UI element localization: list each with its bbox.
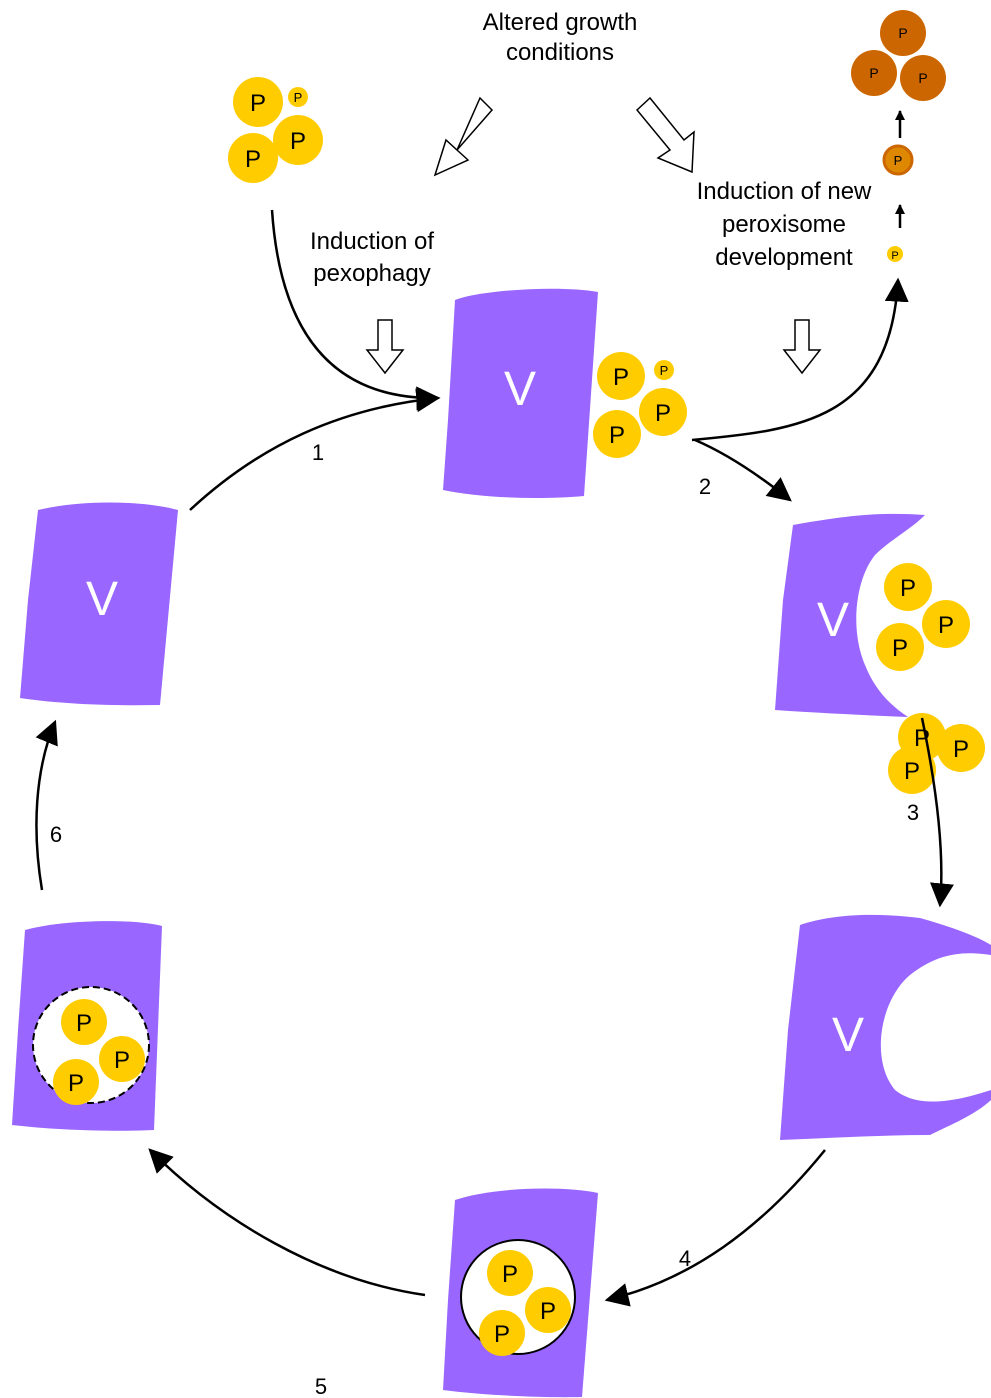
- vacuole-restored: V: [20, 502, 178, 706]
- arrow-step-2: [694, 438, 792, 502]
- svg-text:P: P: [609, 422, 625, 449]
- arrow-new-peroxisome: [691, 277, 909, 442]
- new-peroxisome-label-1: Induction of new: [697, 178, 872, 205]
- svg-text:V: V: [817, 594, 849, 647]
- svg-text:P: P: [938, 612, 954, 639]
- svg-text:V: V: [832, 1009, 864, 1062]
- vacuole-top: V P P P P: [443, 288, 687, 498]
- arrow-step-4: [604, 1149, 826, 1307]
- step-label-6: 6: [50, 822, 62, 847]
- arrow-step-1: [189, 388, 441, 511]
- svg-text:P: P: [494, 1321, 510, 1348]
- arrow-step-3: [920, 717, 954, 908]
- step-label-3: 3: [907, 800, 919, 825]
- pexophagy-label-2: pexophagy: [313, 260, 430, 287]
- svg-text:P: P: [869, 65, 878, 81]
- svg-text:P: P: [904, 758, 920, 785]
- svg-text:P: P: [114, 1047, 130, 1074]
- svg-text:P: P: [613, 364, 629, 391]
- peroxisome-cluster-initial: P P P P: [228, 77, 323, 183]
- svg-text:P: P: [918, 70, 927, 86]
- vacuole-sequestered: P P P: [443, 1188, 598, 1398]
- svg-text:P: P: [660, 363, 669, 378]
- svg-text:P: P: [892, 635, 908, 662]
- hollow-arrow-left-diagonal: [433, 96, 494, 177]
- arrow-step-5: [148, 1148, 426, 1297]
- svg-text:P: P: [894, 153, 903, 168]
- svg-text:P: P: [76, 1010, 92, 1037]
- svg-text:P: P: [655, 400, 671, 427]
- svg-text:P: P: [68, 1070, 84, 1097]
- arrow-pexophagy-induction: [270, 209, 441, 411]
- altered-conditions-label-1: Altered growth: [483, 9, 638, 36]
- svg-text:P: P: [540, 1298, 556, 1325]
- hollow-arrow-right-diagonal: [635, 96, 695, 174]
- vacuole-degrading: P P P: [12, 921, 162, 1131]
- new-peroxisome-label-3: development: [715, 244, 853, 271]
- step-label-4: 4: [679, 1246, 691, 1271]
- svg-text:V: V: [86, 573, 118, 626]
- svg-text:P: P: [891, 250, 898, 262]
- svg-text:P: P: [953, 736, 969, 763]
- svg-text:V: V: [504, 363, 536, 416]
- svg-text:P: P: [502, 1261, 518, 1288]
- new-peroxisome-label-2: peroxisome: [722, 211, 846, 238]
- svg-text:P: P: [898, 25, 907, 41]
- step-label-1: 1: [312, 440, 324, 465]
- altered-conditions-label-2: conditions: [506, 39, 614, 66]
- arrow-step-6: [35, 719, 58, 891]
- new-peroxisome-development: P P P P P: [851, 10, 946, 262]
- vacuole-enclosing: V P P P: [780, 713, 991, 1140]
- step-label-5: 5: [315, 1374, 327, 1398]
- hollow-arrow-down-right: [782, 319, 822, 375]
- svg-text:P: P: [245, 146, 261, 173]
- hollow-arrow-down-left: [365, 319, 405, 375]
- svg-text:P: P: [294, 90, 303, 105]
- svg-text:P: P: [250, 90, 266, 117]
- svg-text:P: P: [290, 128, 306, 155]
- pexophagy-label-1: Induction of: [310, 228, 434, 255]
- step-label-2: 2: [699, 474, 711, 499]
- svg-text:P: P: [900, 575, 916, 602]
- vacuole-engulfing: V P P P: [775, 513, 970, 717]
